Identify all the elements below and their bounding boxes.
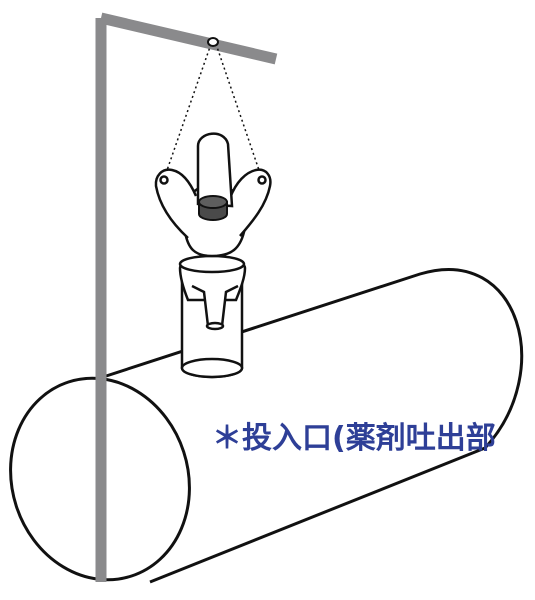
stand-arm (99, 12, 278, 65)
hook-knot (207, 37, 219, 47)
top-fin (196, 132, 234, 208)
suspension-cords (164, 43, 262, 177)
wing-right (228, 168, 272, 237)
ring-left (159, 175, 169, 185)
wing-left (154, 168, 198, 239)
inlet-annotation-label: ＊投入口(薬剤吐出部 (212, 421, 496, 456)
chemical-dispenser-icon (154, 132, 272, 379)
cord-right (215, 43, 262, 177)
tube-bottom-rim (180, 357, 244, 379)
collar-rim (178, 254, 246, 274)
ring-right (257, 175, 267, 185)
hanging-stand-icon (95, 12, 278, 582)
funnel-outlet (205, 321, 225, 331)
dispenser-cap (198, 195, 228, 221)
cord-left (164, 43, 212, 177)
cap-top (198, 195, 228, 209)
